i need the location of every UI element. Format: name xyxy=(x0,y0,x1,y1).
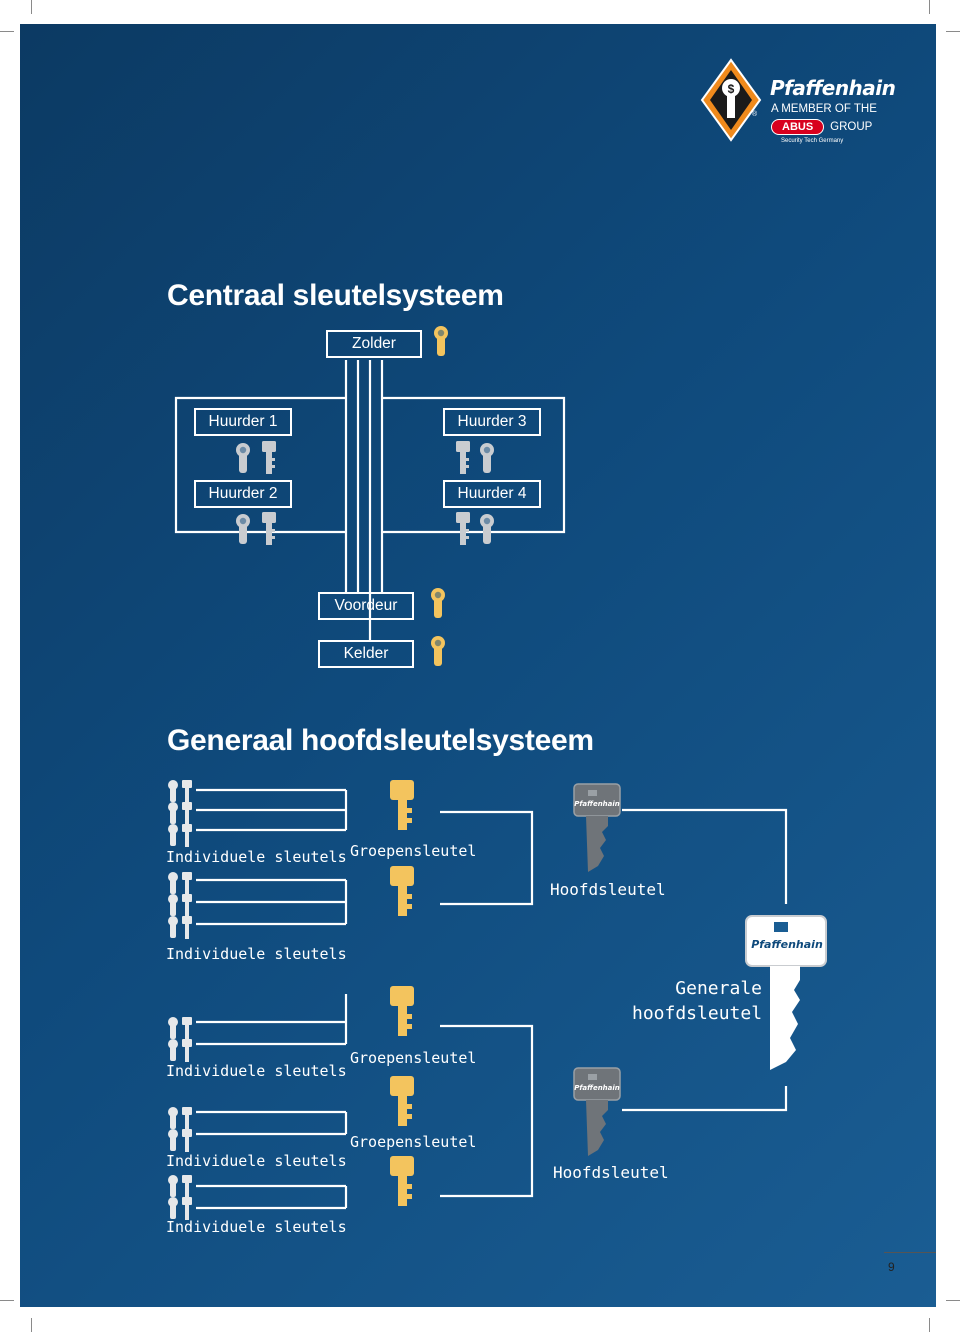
box-huurder-2: Huurder 2 xyxy=(194,480,292,508)
svg-text:Pfaffenhain: Pfaffenhain xyxy=(751,938,823,951)
crop-mark xyxy=(31,0,32,14)
box-huurder-3: Huurder 3 xyxy=(443,408,541,436)
box-huurder-4: Huurder 4 xyxy=(443,480,541,508)
section1-title: Centraal sleutelsysteem xyxy=(167,279,504,312)
grand-master-label-line2: hoofdsleutel xyxy=(632,1003,763,1024)
box-huurder-1: Huurder 1 xyxy=(194,408,292,436)
crop-mark xyxy=(0,1300,14,1301)
abus-group-row: ABUS GROUP xyxy=(771,119,872,135)
abus-badge: ABUS xyxy=(771,119,825,135)
group-key-label: Groepensleutel xyxy=(350,1133,477,1151)
group-key-label: Groepensleutel xyxy=(350,1049,477,1067)
page-number-rule xyxy=(884,1252,936,1253)
pfaffenhain-logo-icon: $ ® xyxy=(700,58,762,142)
svg-text:Pfaffenhain: Pfaffenhain xyxy=(574,800,620,808)
individual-keys-label: Individuele sleutels xyxy=(166,945,347,963)
svg-text:Pfaffenhain: Pfaffenhain xyxy=(574,1084,620,1092)
individual-keys-label: Individuele sleutels xyxy=(166,848,347,866)
brand-tagline: Security Tech Germany xyxy=(781,138,844,144)
box-kelder: Kelder xyxy=(318,640,414,668)
crop-mark xyxy=(929,1318,930,1332)
svg-text:$: $ xyxy=(728,82,735,96)
member-line: A MEMBER OF THE xyxy=(771,103,877,115)
box-zolder: Zolder xyxy=(326,330,422,358)
master-key-label: Hoofdsleutel xyxy=(550,880,666,899)
section2-title: Generaal hoofdsleutelsysteem xyxy=(167,724,594,757)
individual-keys-label: Individuele sleutels xyxy=(166,1062,347,1080)
box-voordeur: Voordeur xyxy=(318,592,414,620)
group-key-label: Groepensleutel xyxy=(350,842,477,860)
crop-mark xyxy=(0,31,14,32)
crop-mark xyxy=(946,31,960,32)
brand-name: Pfaffenhain xyxy=(770,76,896,100)
crop-mark xyxy=(31,1318,32,1332)
page-number: 9 xyxy=(888,1260,895,1274)
group-word: GROUP xyxy=(830,121,873,133)
individual-keys-label: Individuele sleutels xyxy=(166,1152,347,1170)
crop-mark xyxy=(946,1300,960,1301)
individual-keys-label: Individuele sleutels xyxy=(166,1218,347,1236)
grand-master-label-line1: Generale xyxy=(675,978,762,999)
master-key-label: Hoofdsleutel xyxy=(553,1163,669,1182)
svg-text:®: ® xyxy=(752,110,758,118)
blue-panel xyxy=(20,24,936,1307)
crop-mark xyxy=(929,0,930,14)
